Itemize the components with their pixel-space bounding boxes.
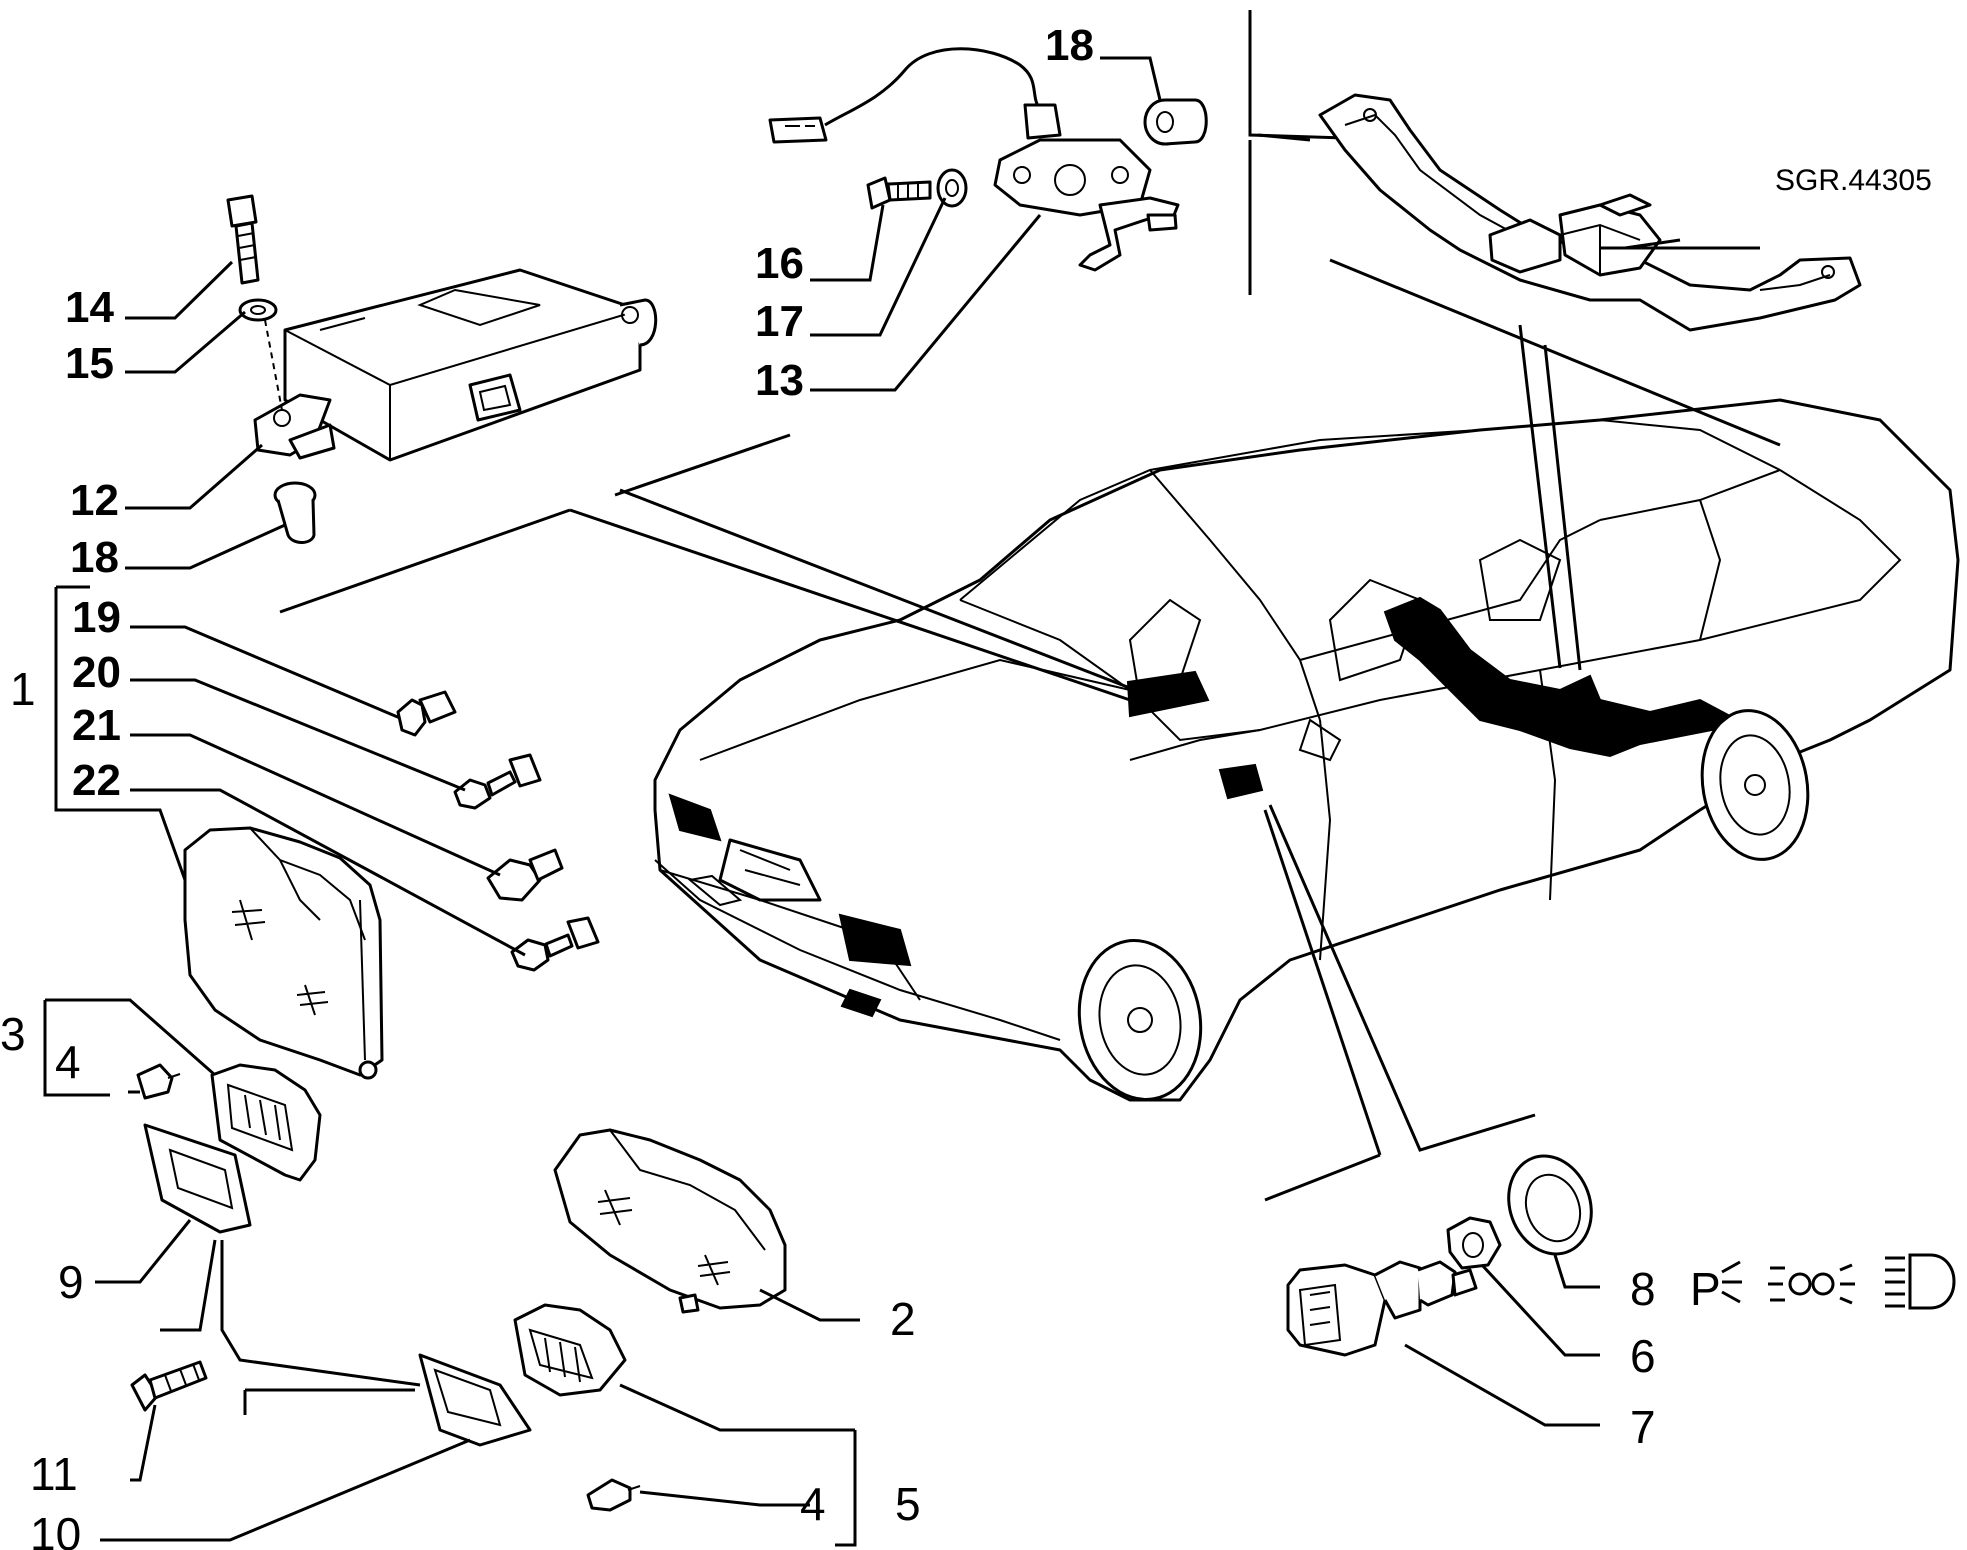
rear-wheel xyxy=(1700,709,1810,861)
screw-14 xyxy=(226,194,260,285)
callout-leaders xyxy=(95,56,1760,1542)
callout-2: 2 xyxy=(890,1293,916,1345)
lens-9 xyxy=(143,1123,252,1234)
ring-8 xyxy=(1507,1154,1593,1256)
washer-15 xyxy=(238,298,283,411)
callout-5: 5 xyxy=(895,1478,921,1530)
bush-18-top xyxy=(1143,98,1208,146)
parking-light-symbol: P xyxy=(1690,1263,1721,1315)
callout-6: 6 xyxy=(1630,1330,1656,1382)
callout-19: 19 xyxy=(72,593,121,642)
front-light-right xyxy=(553,1128,787,1314)
low-beam-icon xyxy=(1768,1263,1855,1305)
bulb-20 xyxy=(453,753,542,810)
callout-8: 8 xyxy=(1630,1263,1656,1315)
light-symbols: P xyxy=(1690,1253,1956,1315)
callout-21: 21 xyxy=(72,701,121,750)
callout-22: 22 xyxy=(72,756,121,805)
callout-17: 17 xyxy=(755,297,804,346)
car-illustration xyxy=(653,398,1960,1102)
nut-6 xyxy=(1446,1216,1502,1270)
electronic-control-unit xyxy=(283,268,658,462)
parking-rays-icon xyxy=(1721,1260,1742,1304)
highlighted-stop-switch xyxy=(1218,763,1264,800)
callout-1: 1 xyxy=(10,663,36,715)
callout-labels: 1 2 3 4 4 5 6 7 8 9 10 11 12 13 14 15 16… xyxy=(0,21,1932,1550)
callout-16: 16 xyxy=(755,239,804,288)
inertia-switch-assembly xyxy=(768,47,1180,272)
high-beam-icon xyxy=(1885,1253,1956,1310)
callout-20: 20 xyxy=(72,648,121,697)
rear-crossmember xyxy=(1318,93,1862,332)
screw-11 xyxy=(130,1360,208,1412)
callout-4-lower: 4 xyxy=(800,1478,826,1530)
callout-14: 14 xyxy=(65,283,114,332)
callout-9: 9 xyxy=(58,1256,84,1308)
callout-11: 11 xyxy=(30,1448,78,1500)
bulb-19 xyxy=(396,690,457,737)
highlighted-rear-crossmember xyxy=(1383,596,1732,758)
stop-light-switch-7 xyxy=(1286,1260,1478,1357)
callout-15: 15 xyxy=(65,339,114,388)
highlighted-control-unit xyxy=(1126,670,1210,718)
callout-12: 12 xyxy=(70,476,119,525)
front-light-left xyxy=(183,826,384,1080)
side-indicator-3 xyxy=(210,1063,322,1182)
bolt-16 xyxy=(866,176,932,210)
bulb-4-lower xyxy=(586,1478,641,1512)
bulb-4-upper xyxy=(136,1063,181,1100)
bulb-22 xyxy=(510,916,600,972)
callout-18-top: 18 xyxy=(1045,21,1094,70)
callout-7: 7 xyxy=(1630,1401,1656,1453)
front-wheel xyxy=(1077,939,1203,1101)
bracket-12 xyxy=(253,393,336,460)
drawing-code: SGR.44305 xyxy=(1775,164,1932,197)
side-indicator-5 xyxy=(513,1303,627,1397)
leader-lines xyxy=(43,10,1781,1547)
callout-3: 3 xyxy=(0,1008,26,1060)
bulb-21 xyxy=(486,848,564,902)
bush-18-left xyxy=(273,481,317,544)
lens-10 xyxy=(418,1353,532,1447)
callout-18-left: 18 xyxy=(70,533,119,582)
callout-13: 13 xyxy=(755,356,804,405)
callout-10: 10 xyxy=(30,1508,81,1550)
callout-4-upper: 4 xyxy=(55,1036,81,1088)
washer-17 xyxy=(936,168,968,208)
